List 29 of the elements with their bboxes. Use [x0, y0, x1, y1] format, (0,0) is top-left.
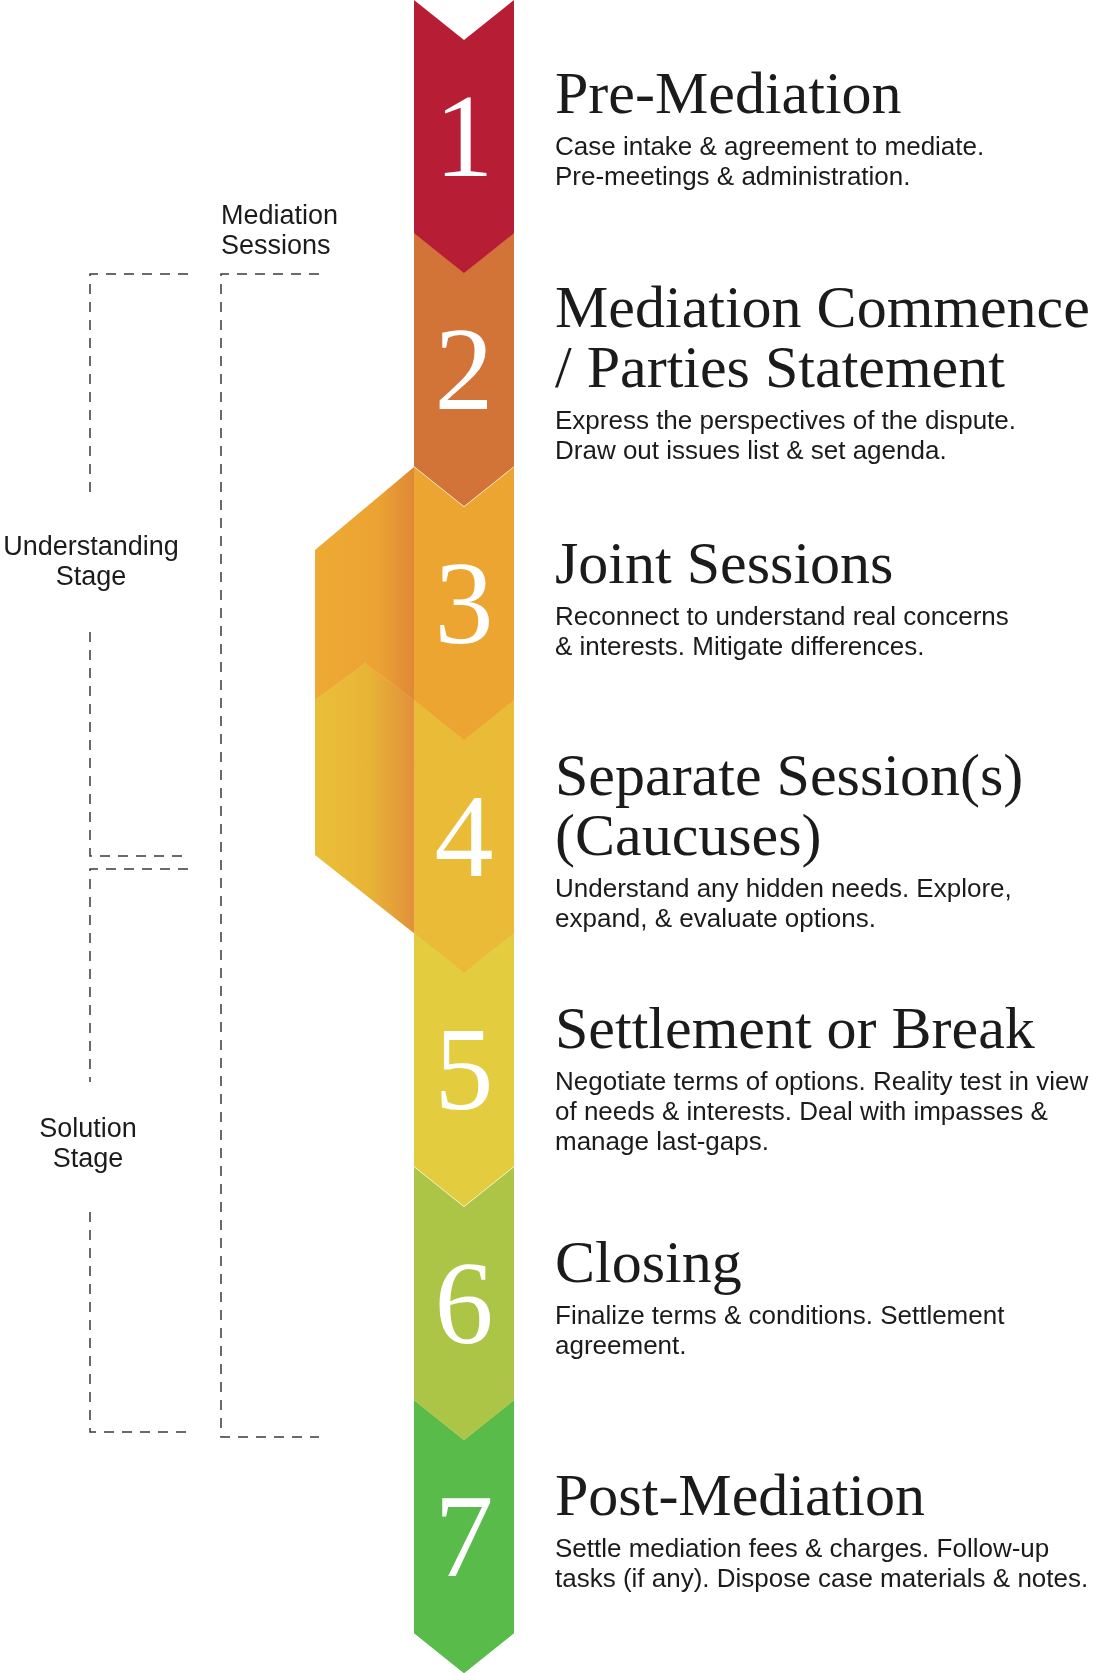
bracket-label: Understanding Stage — [2, 531, 180, 591]
step-description: Negotiate terms of options. Reality test in view of needs & interests. Deal with impasses & manage last-gaps. — [555, 1066, 1090, 1156]
bracket-label: Solution Stage — [38, 1113, 138, 1173]
step-band — [414, 933, 514, 1207]
step-band — [414, 1167, 514, 1441]
step-description: Express the perspectives of the dispute. Draw out issues list & set agenda. — [555, 405, 1018, 465]
step-band — [414, 0, 514, 274]
step-number: 6 — [434, 1244, 494, 1363]
step-band — [315, 663, 514, 974]
step-description: Understand any hidden needs. Explore, expand, & evaluate options. — [555, 873, 1013, 933]
step-number: 5 — [434, 1010, 494, 1129]
step-title: Mediation Commence / Parties Statement — [555, 277, 1091, 397]
step-number: 2 — [434, 310, 494, 429]
step-description: Settle mediation fees & charges. Follow-up tasks (if any). Dispose case materials & notes. — [555, 1533, 1090, 1593]
step-title: Joint Sessions — [555, 533, 895, 593]
step-title: Settlement or Break — [555, 998, 1036, 1058]
step-description: Reconnect to understand real concerns & interests. Mitigate differences. — [555, 601, 1010, 661]
bracket-label: Mediation Sessions — [221, 200, 340, 260]
step-number: 1 — [434, 77, 494, 196]
step-number: 3 — [434, 544, 494, 663]
step-band — [414, 233, 514, 507]
step-title: Post-Mediation — [555, 1465, 926, 1525]
step-title: Pre-Mediation — [555, 63, 903, 123]
step-band — [414, 1400, 514, 1673]
step-description: Finalize terms & conditions. Settlement agreement. — [555, 1300, 1006, 1360]
step-description: Case intake & agreement to mediate. Pre-meetings & administration. — [555, 131, 986, 191]
step-number: 4 — [434, 777, 494, 896]
step-number: 7 — [434, 1477, 494, 1596]
step-band — [315, 467, 514, 741]
